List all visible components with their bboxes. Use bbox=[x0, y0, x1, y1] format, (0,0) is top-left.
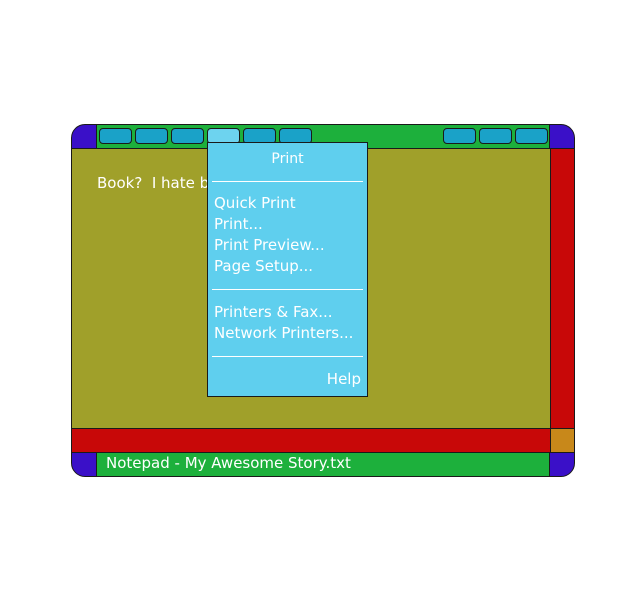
window-button-3[interactable] bbox=[515, 128, 548, 144]
menu-item-print[interactable]: Print... bbox=[214, 215, 263, 233]
menu-item-page-setup[interactable]: Page Setup... bbox=[214, 257, 314, 275]
menu-item-network-printers[interactable]: Network Printers... bbox=[214, 324, 354, 342]
toolbar-button-2[interactable] bbox=[135, 128, 168, 144]
status-bar bbox=[96, 452, 550, 477]
toolbar-button-3[interactable] bbox=[171, 128, 204, 144]
top-left-corner bbox=[71, 124, 97, 150]
print-menu: Print Quick Print Print... Print Preview… bbox=[207, 142, 368, 397]
toolbar-button-1[interactable] bbox=[99, 128, 132, 144]
vertical-scrollbar[interactable] bbox=[550, 148, 575, 429]
window-button-2[interactable] bbox=[479, 128, 512, 144]
menu-item-printers-fax[interactable]: Printers & Fax... bbox=[214, 303, 333, 321]
editor-text: Book? I hate b bbox=[97, 174, 210, 192]
menu-separator bbox=[212, 356, 363, 357]
menu-item-help[interactable]: Help bbox=[326, 370, 361, 388]
window-title-text: Notepad - My Awesome Story.txt bbox=[106, 454, 351, 472]
bottom-right-corner bbox=[549, 451, 575, 477]
menu-item-quick-print[interactable]: Quick Print bbox=[214, 194, 296, 212]
window-button-1[interactable] bbox=[443, 128, 476, 144]
resize-grip[interactable] bbox=[550, 428, 575, 453]
menu-item-print-preview[interactable]: Print Preview... bbox=[214, 236, 325, 254]
top-right-corner bbox=[549, 124, 575, 150]
menu-separator bbox=[212, 289, 363, 290]
horizontal-scrollbar[interactable] bbox=[71, 428, 552, 453]
bottom-left-corner bbox=[71, 451, 97, 477]
menu-title: Print bbox=[271, 151, 304, 167]
menu-separator bbox=[212, 181, 363, 182]
